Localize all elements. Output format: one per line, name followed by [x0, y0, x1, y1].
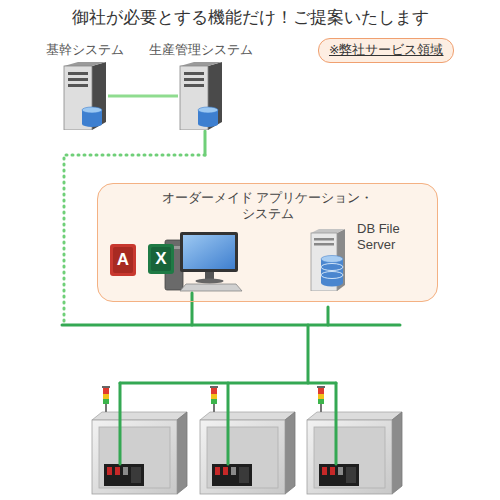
service-tag: ※弊社サービス領域 — [318, 38, 454, 63]
db-server-node: DB File Server — [309, 229, 347, 291]
server-icon — [180, 62, 222, 66]
db-cylinder — [198, 121, 218, 127]
server-icon — [68, 72, 88, 75]
network-line — [307, 325, 310, 383]
excel-icon — [148, 244, 174, 274]
network-line — [64, 155, 205, 325]
server-icon — [64, 62, 106, 66]
network-line — [327, 307, 330, 325]
machine-cabinet — [92, 386, 187, 494]
icon-letter: A — [110, 244, 136, 276]
icon-letter: X — [148, 244, 174, 274]
server-icon — [184, 84, 204, 87]
node-label: 生産管理システム — [149, 41, 253, 59]
network-line — [335, 383, 338, 464]
node-label: DB File Server — [357, 221, 429, 253]
network-link — [108, 95, 178, 98]
title: 御社が必要とする機能だけ！ご提案いたします — [0, 6, 500, 29]
node-label: ※弊社サービス領域 — [329, 42, 443, 59]
network-line — [204, 131, 207, 155]
application-region: オーダーメイド アプリケーション・システムDB File Server — [97, 183, 438, 302]
db-cylinder — [82, 107, 102, 113]
region-title: オーダーメイド アプリケーション・システム — [158, 190, 377, 222]
server-icon — [178, 62, 224, 130]
db-cylinder — [321, 272, 343, 279]
network-line — [119, 383, 122, 464]
network-line — [62, 324, 400, 327]
server-node: 基幹システム — [62, 62, 108, 130]
server-icon — [68, 84, 88, 87]
pc-icon — [196, 279, 224, 284]
node-label: 基幹システム — [46, 41, 124, 59]
server-node: 生産管理システム — [178, 62, 224, 130]
access-icon — [110, 244, 136, 276]
server-icon — [184, 72, 204, 75]
pc-icon — [165, 232, 242, 291]
access-icon — [110, 244, 136, 276]
machine-cabinet — [307, 386, 402, 494]
db-cylinder — [321, 256, 343, 263]
db-server-icon — [309, 229, 347, 291]
pc-icon — [180, 284, 242, 291]
pc-icon — [183, 235, 235, 269]
db-server-icon — [311, 229, 345, 233]
db-server-icon — [314, 243, 334, 246]
server-icon — [184, 78, 204, 81]
db-server-icon — [314, 238, 334, 241]
db-cylinder — [321, 264, 343, 271]
db-cylinder — [82, 121, 102, 127]
excel-icon — [148, 244, 174, 274]
server-icon — [68, 78, 88, 81]
db-cylinder — [321, 280, 343, 287]
server-icon — [62, 62, 108, 130]
network-line — [227, 383, 230, 464]
region-fill — [97, 183, 438, 302]
db-cylinder — [198, 107, 218, 113]
pc-icon — [180, 232, 238, 272]
network-line — [62, 131, 400, 464]
network-line — [191, 293, 194, 325]
machine-cabinet — [92, 386, 402, 494]
machine-cabinet — [200, 386, 295, 494]
